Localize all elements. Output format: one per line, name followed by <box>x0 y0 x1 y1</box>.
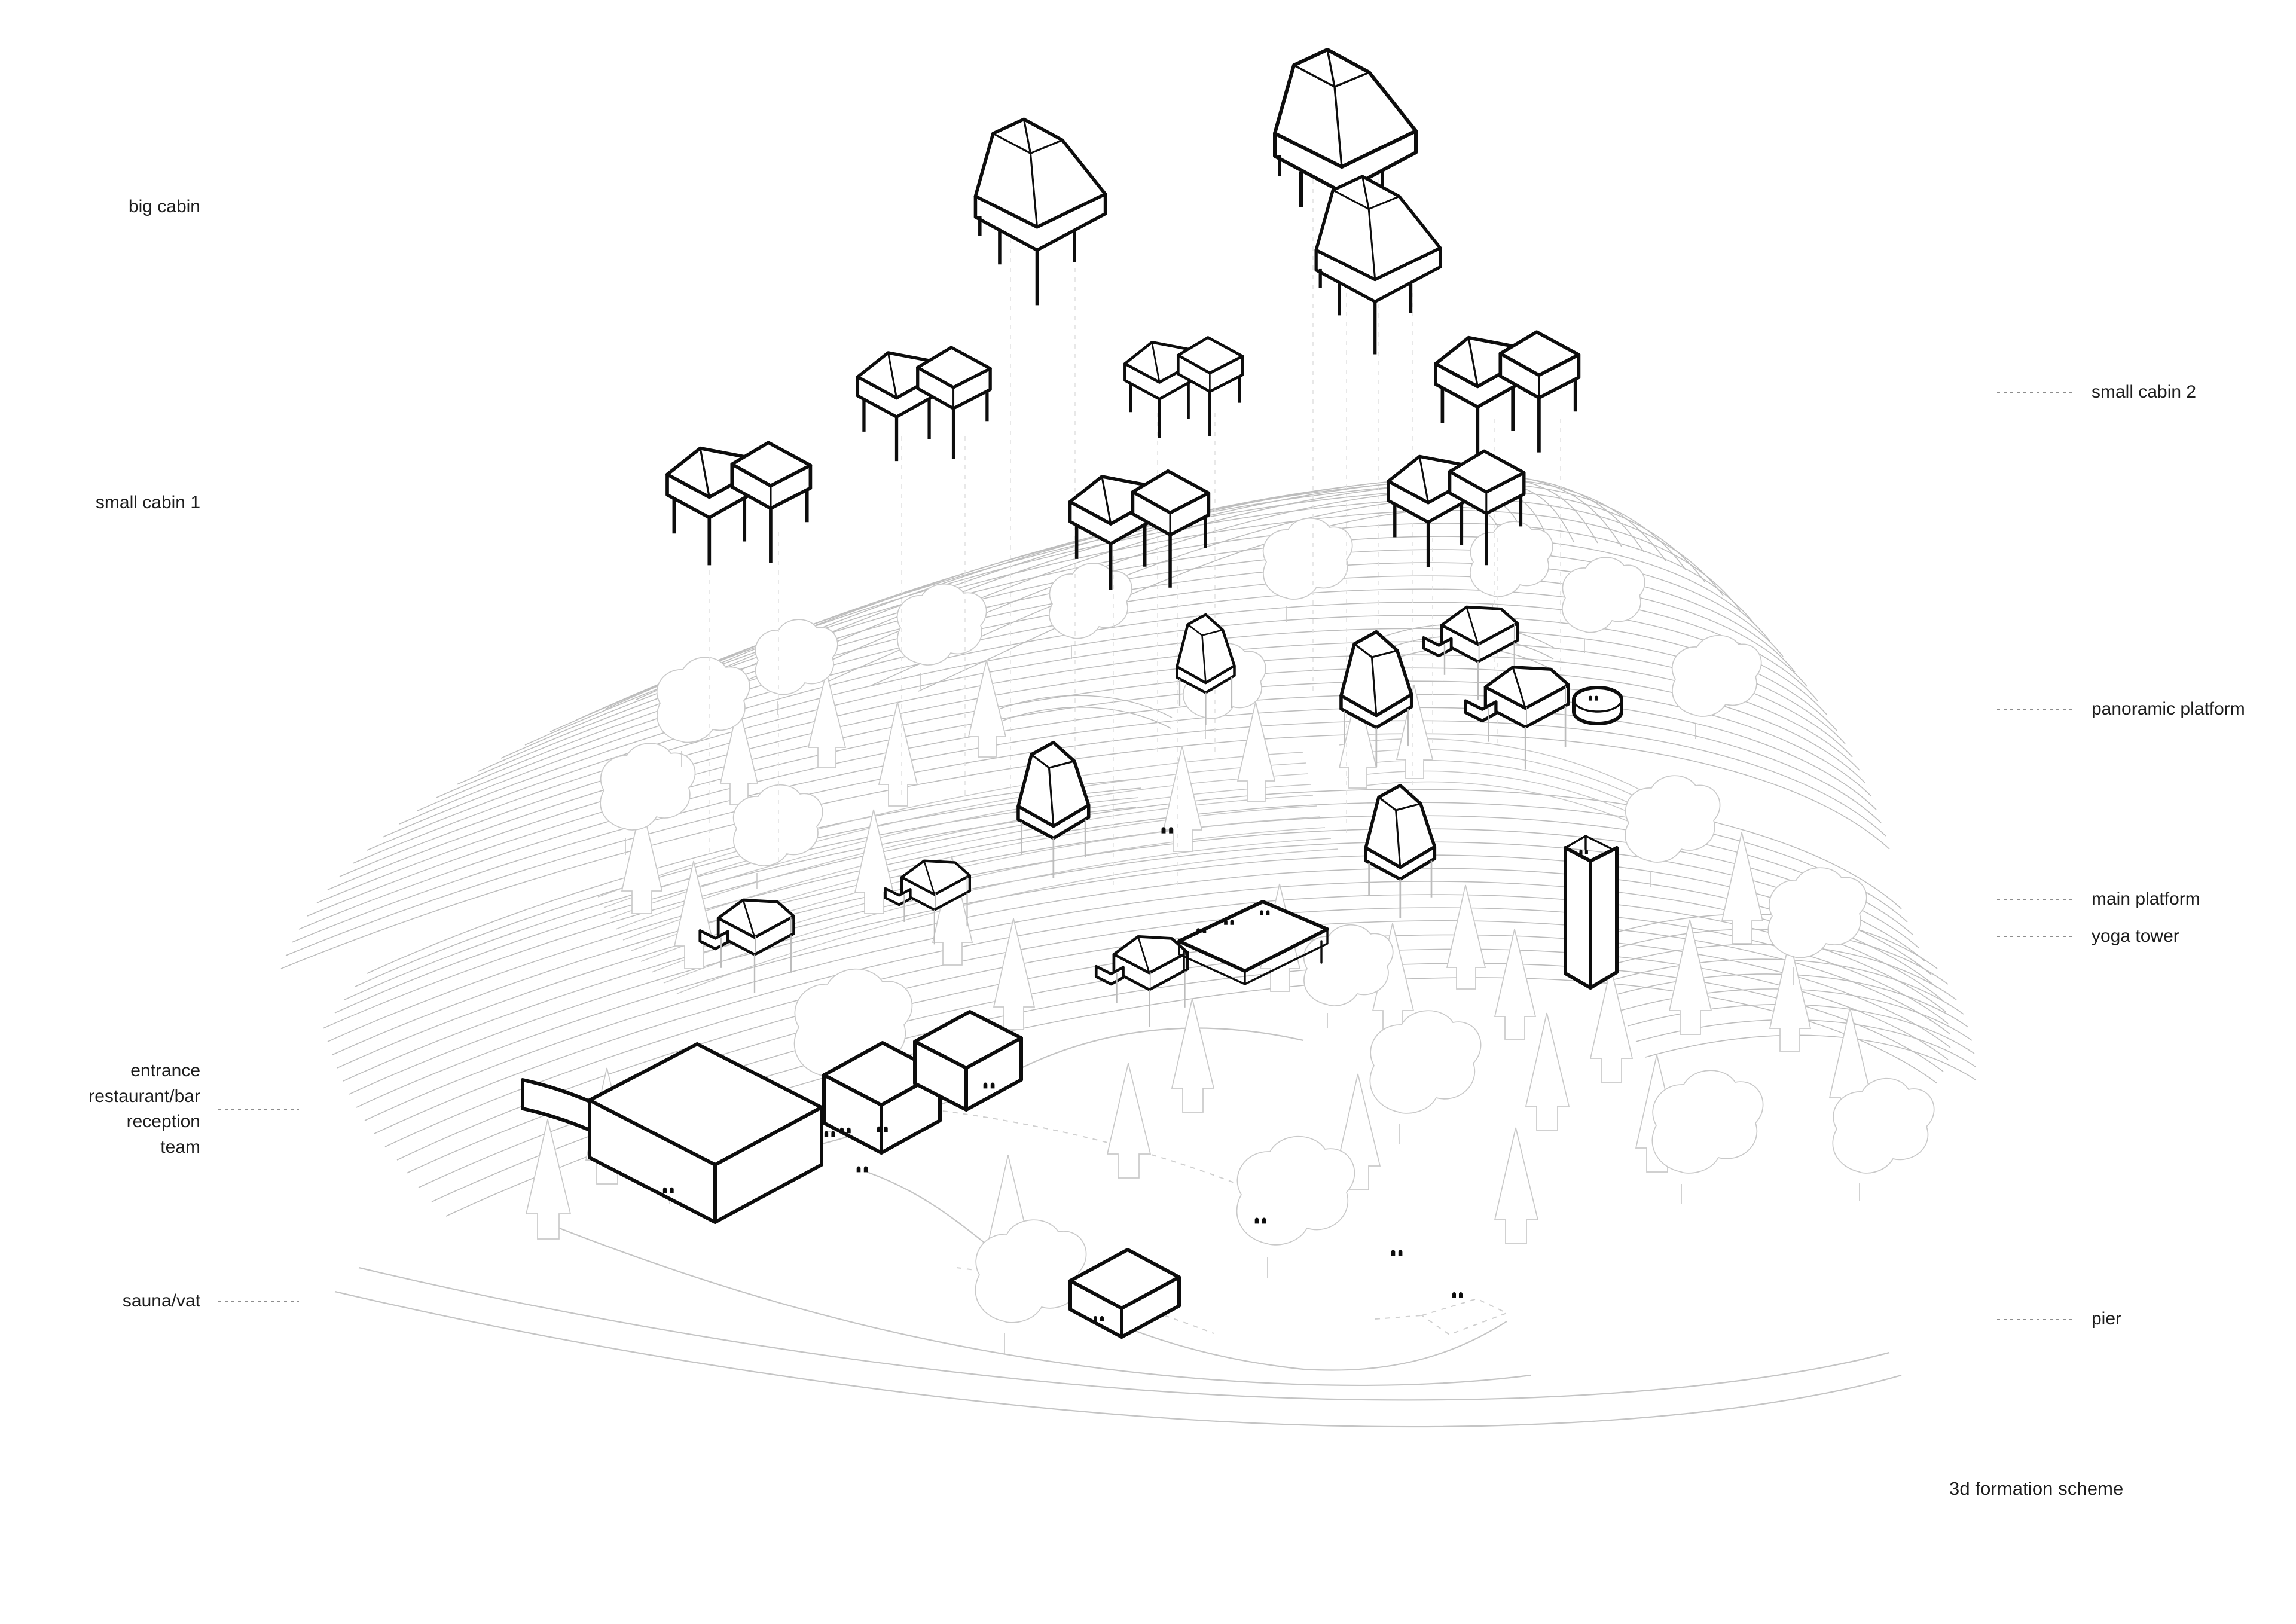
annotation-label: big cabin <box>128 197 200 216</box>
annotation-label: small cabin 2 <box>2092 382 2197 402</box>
restaurant-bar-building <box>588 1042 823 1224</box>
box-cabin-southwest <box>700 900 794 993</box>
big-cabin-mid <box>975 119 1105 305</box>
box-cabin-south <box>1096 936 1187 1027</box>
pier-deck <box>1375 1292 1509 1336</box>
annotation-yoga-tower: yoga tower <box>1997 924 2296 950</box>
reception-cube <box>822 1041 942 1155</box>
annotation-small-cabin-1: small cabin 1 <box>0 490 299 516</box>
sauna-vat-building <box>1068 1248 1181 1339</box>
leader-line <box>218 1109 299 1110</box>
annotation-label-entrance: entrance <box>130 1061 200 1080</box>
annotation-label-restaurant-bar: restaurant/bar <box>88 1086 200 1106</box>
annotation-label-team: team <box>160 1137 200 1157</box>
annotation-label: yoga tower <box>2092 926 2179 946</box>
annotation-main-platform: main platform <box>1997 887 2296 912</box>
hot-tub <box>1572 686 1623 725</box>
team-cube <box>913 1010 1023 1112</box>
annotation-panoramic-platform: panoramic platform <box>1997 697 2296 722</box>
leader-line <box>1997 936 2074 937</box>
big-cabin-right <box>1316 176 1440 354</box>
yoga-tower <box>1564 835 1619 990</box>
annotation-entrance-group: entrance restaurant/bar reception team <box>0 1058 299 1160</box>
gable-cabin-east <box>1366 786 1434 918</box>
main-platform <box>1177 900 1329 985</box>
annotation-label-reception: reception <box>126 1112 200 1132</box>
annotation-label: sauna/vat <box>122 1291 200 1311</box>
annotation-label: pier <box>2092 1309 2122 1329</box>
gable-cabin-center <box>1018 743 1089 878</box>
entrance-complex <box>521 1010 1023 1224</box>
leader-line <box>218 1301 299 1302</box>
annotation-sauna-vat: sauna/vat <box>0 1289 299 1314</box>
annotation-label: panoramic platform <box>2092 699 2245 719</box>
floating-cabins <box>667 50 1578 590</box>
ground-buildings <box>521 607 1623 1339</box>
small-cabin-exploded-d <box>1125 337 1242 438</box>
annotation-label-stack: entrance restaurant/bar reception team <box>88 1058 200 1160</box>
leader-line <box>1997 899 2074 900</box>
leader-line <box>1997 709 2074 710</box>
small-cabin-exploded-c <box>857 347 990 461</box>
leader-line <box>1997 392 2074 393</box>
small-cabin-1-exploded <box>667 442 810 565</box>
shoreline <box>334 1266 1902 1428</box>
annotation-pier: pier <box>1997 1306 2296 1332</box>
scheme-title: 3d formation scheme <box>1949 1478 2124 1499</box>
annotation-label: main platform <box>2092 889 2200 909</box>
small-cabin-2-exploded <box>1436 332 1578 454</box>
annotation-small-cabin-2: small cabin 2 <box>1997 380 2296 405</box>
leader-line <box>1997 1318 2074 1320</box>
annotation-big-cabin: big cabin <box>0 194 299 220</box>
annotation-label: small cabin 1 <box>95 493 200 512</box>
